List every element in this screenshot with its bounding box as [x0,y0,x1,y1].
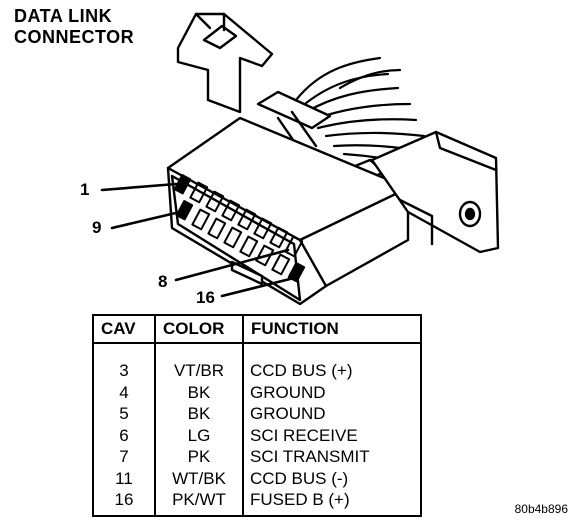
leader-line-pin-1 [100,182,178,192]
connector-latch [176,12,274,114]
cell-color: WT/BK [155,467,244,489]
table-row: 4 BK GROUND [93,381,421,403]
table-row: 7 PK SCI TRANSMIT [93,446,421,468]
cell-cav: 16 [93,489,156,516]
cell-cav: 6 [93,424,156,446]
pin-label-8: 8 [158,272,168,291]
table-row: 16 PK/WT FUSED B (+) [93,489,421,516]
title-line-2: CONNECTOR [14,27,135,47]
cell-color: VT/BR [155,360,244,382]
header-cav: CAV [93,315,156,344]
title-line-1: DATA LINK [14,6,113,26]
cell-color: LG [155,424,244,446]
cell-function: GROUND [250,382,326,402]
wire-bundle [294,56,432,170]
diagram-title: DATA LINK CONNECTOR [14,6,134,48]
table-row: 5 BK GROUND [93,403,421,425]
cell-function: CCD BUS (+) [250,361,353,380]
cell-color: BK [155,403,244,425]
cell-color: PK/WT [155,489,244,516]
leader-line-pin-9 [110,210,182,230]
pin-label-16: 16 [196,288,215,307]
pin-label-1: 1 [80,180,90,199]
table-spacer-row [93,343,421,360]
leader-line-pin-8 [174,248,290,282]
cell-color: PK [155,446,244,468]
bottom-key [230,260,264,286]
cell-cav: 3 [93,360,156,382]
cell-cav: 7 [93,446,156,468]
cell-function: GROUND [250,404,326,423]
leader-line-pin-16 [220,276,296,298]
table-row: 11 WT/BK CCD BUS (-) [93,467,421,489]
header-function: FUNCTION [243,315,421,344]
pin-cavities [173,174,306,283]
cell-cav: 11 [93,467,156,489]
figure-id: 80b4b896 [514,502,568,516]
pin-label-9: 9 [92,218,102,237]
header-color: COLOR [155,315,244,344]
table-row: 6 LG SCI RECEIVE [93,424,421,446]
cell-function: CCD BUS (-) [250,468,349,488]
cell-function: SCI TRANSMIT [250,447,370,466]
cell-cav: 5 [93,403,156,425]
cell-cav: 4 [93,381,156,403]
cell-function: SCI RECEIVE [250,425,358,445]
table-header-row: CAV COLOR FUNCTION [93,315,421,344]
cavity-function-table: CAV COLOR FUNCTION 3 VT/BR CCD BUS (+) 4… [92,314,422,517]
mounting-flange [370,130,500,254]
table-row: 3 VT/BR CCD BUS (+) [93,360,421,382]
leader-lines [100,182,296,298]
cell-color: BK [155,381,244,403]
cell-function: FUSED B (+) [250,490,350,509]
